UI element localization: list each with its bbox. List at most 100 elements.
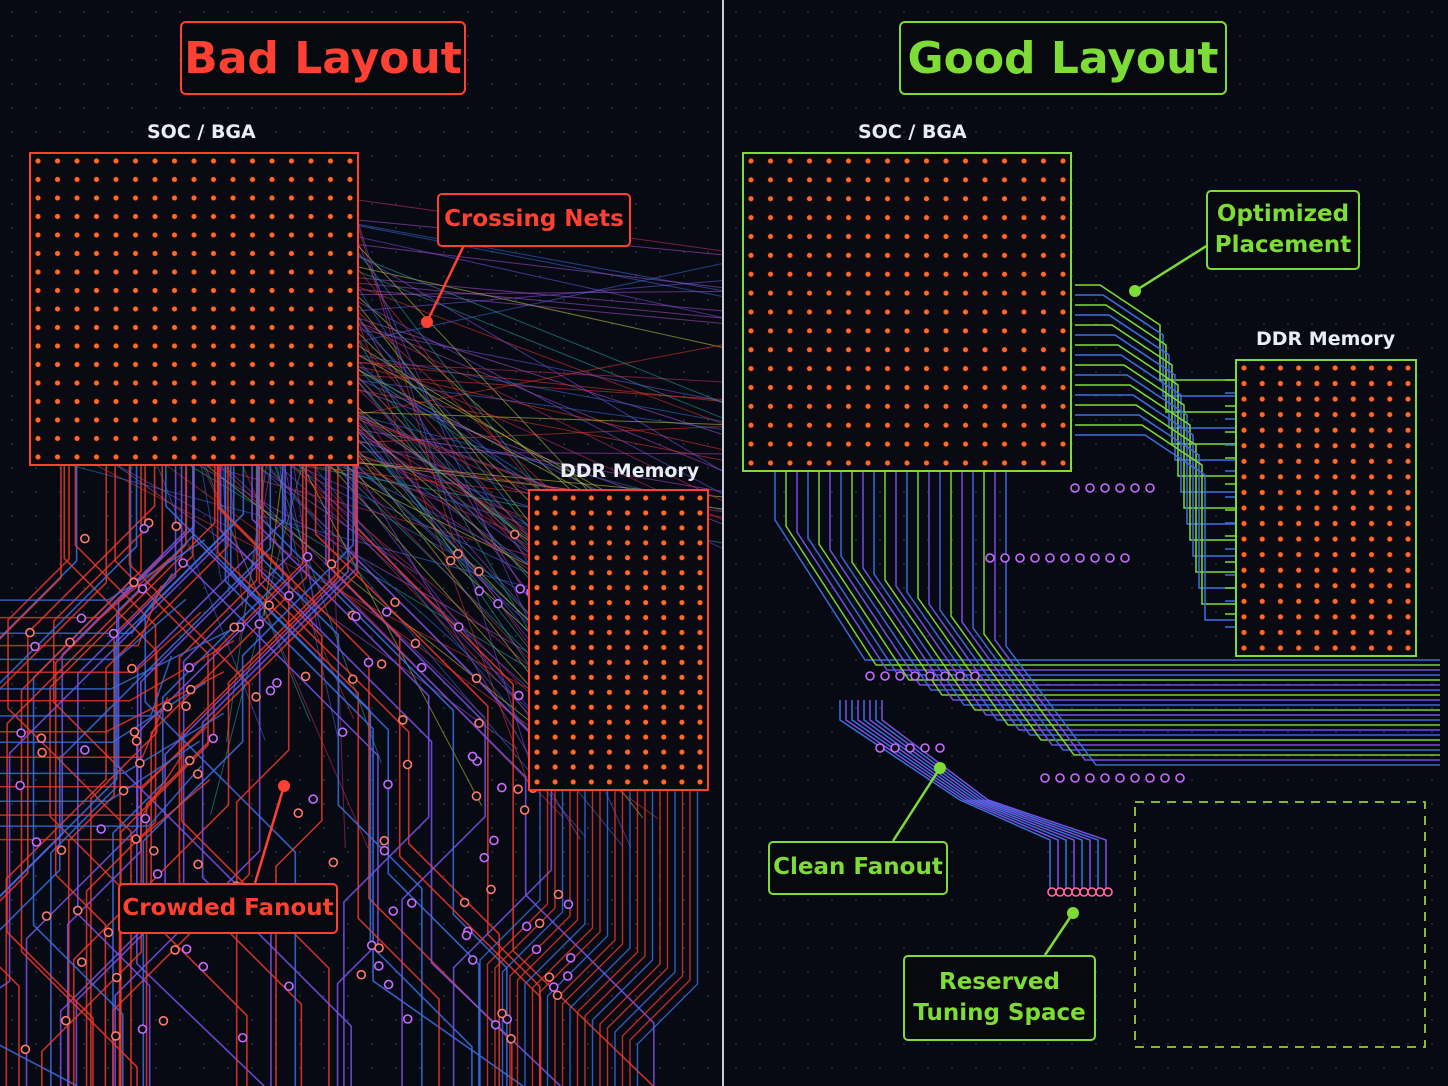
good-soc-bga-pad xyxy=(1040,308,1047,316)
fanout-via xyxy=(548,982,559,992)
good-ddr-memory-pad xyxy=(1368,535,1376,543)
good-soc-bga-pad xyxy=(767,459,774,467)
good-soc-bga-pad xyxy=(923,440,930,448)
bad-soc-bga-pad xyxy=(210,176,217,183)
bad-ddr-memory-pad xyxy=(533,569,541,577)
row-via xyxy=(1015,553,1025,563)
fanout-via xyxy=(381,607,392,617)
bad-soc-bga-pad xyxy=(229,342,237,350)
bad-ddr-memory-pad xyxy=(642,673,650,681)
good-ddr-memory-pad xyxy=(1386,364,1394,372)
bad-soc-bga-pad xyxy=(112,250,120,257)
bad-soc-bga-pad xyxy=(346,305,354,313)
good-ddr-memory-pad xyxy=(1313,613,1321,621)
good-soc-bga-pad xyxy=(825,195,833,203)
good-ddr-memory-pad xyxy=(1295,364,1303,372)
ddr-stub xyxy=(629,790,691,1086)
good-ddr-memory-pad xyxy=(1404,597,1412,605)
good-soc-bga-pad xyxy=(786,176,794,184)
bad-ddr-memory-pad xyxy=(533,599,541,607)
bad-soc-bga-pad xyxy=(171,342,178,350)
bad-soc-bga-pad xyxy=(210,305,217,313)
reserved-tuning-line1: Reserved xyxy=(939,968,1060,995)
good-soc-bga-pad xyxy=(825,421,833,429)
good-ddr-memory-pad xyxy=(1276,442,1284,450)
bad-ddr-memory-pad xyxy=(696,554,704,562)
fanout-via xyxy=(388,906,399,916)
fanout-trace xyxy=(142,465,354,1086)
bad-soc-bga-pad xyxy=(112,194,120,202)
bad-ddr-memory-pad xyxy=(533,718,541,726)
bad-ddr-memory-pad xyxy=(569,718,577,726)
bad-ddr-memory-pad xyxy=(624,673,632,681)
good-ddr-memory-pad xyxy=(1386,613,1394,621)
bad-ddr-memory-pad xyxy=(642,614,650,622)
fanout-bus xyxy=(928,470,1440,731)
ddr-stub xyxy=(509,790,571,1086)
good-layout-title: Good Layout xyxy=(899,21,1227,95)
good-ddr-memory-pad xyxy=(1404,457,1412,465)
good-soc-bga-pad xyxy=(962,384,969,391)
good-soc-bga-pad xyxy=(845,233,852,240)
bad-soc-bga-pad xyxy=(288,213,295,220)
crowded-fanout-text: Crowded Fanout xyxy=(122,894,334,921)
bad-ddr-memory-pad xyxy=(533,524,541,532)
soc-ddr-bus xyxy=(1075,394,1245,557)
bad-soc-bga-pad xyxy=(288,176,295,183)
soc-ddr-bus xyxy=(1075,424,1245,605)
bad-soc-bga-pad xyxy=(229,231,237,239)
good-ddr-memory-pad xyxy=(1349,442,1357,450)
good-ddr-memory-pad xyxy=(1258,582,1266,590)
good-ddr-memory-pad xyxy=(1295,520,1303,528)
bad-soc-bga-pad xyxy=(132,324,139,331)
bad-ddr-memory-pad xyxy=(587,509,595,517)
bad-soc-bga-pad xyxy=(190,194,198,202)
row-via xyxy=(880,671,890,681)
bad-soc-bga-pad xyxy=(210,194,217,202)
good-ddr-memory-pad xyxy=(1404,551,1412,559)
bad-soc-bga-pad xyxy=(229,416,237,424)
bad-soc-bga-pad xyxy=(171,416,178,424)
good-soc-bga-pad xyxy=(981,233,989,240)
ddr-stub xyxy=(599,790,661,1086)
good-ddr-memory-pad xyxy=(1240,566,1248,574)
fanout-via xyxy=(506,1033,516,1044)
bad-soc-bga-pad xyxy=(327,342,334,350)
good-soc-bga-pad xyxy=(884,214,891,222)
good-ddr-memory-pad xyxy=(1368,566,1376,574)
bad-soc-bga-pad xyxy=(210,250,217,257)
bad-ddr-memory-pad xyxy=(678,509,686,517)
soc-ddr-bus xyxy=(1075,414,1245,589)
fanout-via xyxy=(149,845,159,856)
soc-ddr-bus xyxy=(1075,344,1245,477)
bad-soc-bga-pad xyxy=(268,268,276,276)
good-ddr-memory-pad xyxy=(1295,488,1303,496)
good-soc-bga-pad xyxy=(864,440,872,448)
bad-ddr-memory-pad xyxy=(551,554,559,562)
good-soc-bga-pad xyxy=(942,402,950,410)
good-soc-bga-pad xyxy=(806,365,813,373)
bad-soc-bga-pad xyxy=(151,157,159,165)
good-soc-bga-pad xyxy=(1020,459,1028,467)
fanout-via xyxy=(251,692,261,702)
bad-soc-bga-pad xyxy=(210,453,217,461)
bad-ddr-memory-pad xyxy=(605,763,613,771)
bad-ddr-memory-pad xyxy=(642,733,650,741)
bad-ddr-memory-pad xyxy=(678,524,686,532)
bad-ddr-memory-pad xyxy=(696,688,704,696)
fanout-via xyxy=(25,627,35,638)
bad-soc-bga-pad xyxy=(151,287,159,294)
row-via xyxy=(1085,483,1095,493)
good-soc-bga-pad xyxy=(767,157,774,165)
bad-soc-bga-pad xyxy=(268,342,276,350)
reserved-tuning-leader-dot xyxy=(1067,907,1079,919)
fanout-trace xyxy=(145,465,304,1086)
bad-soc-bga-pad xyxy=(249,342,256,350)
bad-ddr-memory-pad xyxy=(533,509,541,517)
bad-ddr-memory-pad xyxy=(605,494,613,502)
bad-ddr-memory-pad xyxy=(642,554,650,562)
good-ddr-memory-pad xyxy=(1295,551,1303,559)
fanout-trace xyxy=(72,465,357,1086)
bad-soc-bga-pad xyxy=(132,287,139,294)
